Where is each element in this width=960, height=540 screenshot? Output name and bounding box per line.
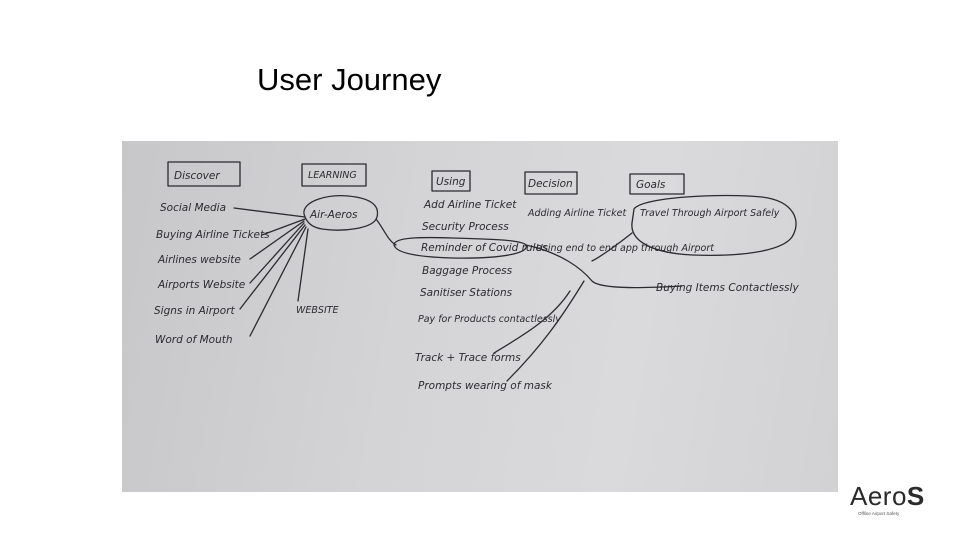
logo-wordmark: AeroS [850,482,940,510]
connector-line [261,218,306,236]
goals-box [629,173,685,195]
discover-item: Word of Mouth [155,334,233,346]
logo-tagline: Offline Airport Safety [858,511,900,516]
learning-hub-bubble [303,195,379,231]
connector-line [249,226,307,337]
stage-learning: LEARNING [308,170,357,181]
discover-item: Social Media [160,202,226,214]
using-item: Sanitiser Stations [420,287,513,299]
using-item: Track + Trace forms [415,352,521,364]
connector-line [506,280,585,382]
connector-line [493,290,571,354]
learning-website-label: WEBSITE [296,305,339,316]
stage-decision: Decision [528,178,573,190]
connector-line [239,224,306,310]
connector-line [591,232,633,262]
using-item: Baggage Process [422,265,513,277]
logo-word-accent: S [906,481,925,511]
connector-line [525,244,683,289]
decision-item: Adding Airline Ticket [527,208,627,219]
decision-item: Using end to end app through Airport [536,243,715,254]
connector-line [297,228,309,302]
learning-hub-label: Air-Aeros [309,209,358,221]
sketch-photo: Discover LEARNING Using Decision Goals S… [122,141,838,492]
sketch-drawing: Discover LEARNING Using Decision Goals S… [154,161,799,392]
goals-item: Travel Through Airport Safely [640,208,780,219]
discover-item: Buying Airline Tickets [156,229,270,241]
stage-goals: Goals [636,179,666,191]
discover-box [167,161,241,187]
discover-item: Airlines website [157,254,241,266]
stage-discover: Discover [174,170,220,182]
using-item: Security Process [422,221,509,233]
discover-item: Airports Website [157,279,245,291]
goals-item: Buying Items Contactlessly [656,282,799,294]
stage-using: Using [436,176,466,188]
using-item: Prompts wearing of mask [418,380,553,392]
decision-box [524,171,578,195]
connector-line [375,218,397,246]
using-box [431,170,471,192]
learning-box [301,163,367,187]
aeros-logo: AeroS Offline Airport Safety [850,482,940,522]
logo-word-main: Aero [850,481,907,511]
connector-line [233,207,306,218]
using-item: Reminder of Covid rules [421,242,548,254]
connector-line [249,222,305,284]
slide-title: User Journey [257,62,442,97]
connector-line [249,220,305,260]
using-item: Add Airline Ticket [423,199,517,211]
discover-item: Signs in Airport [154,305,235,317]
goals-loop [631,194,797,256]
using-item: Pay for Products contactlessly [418,314,561,325]
